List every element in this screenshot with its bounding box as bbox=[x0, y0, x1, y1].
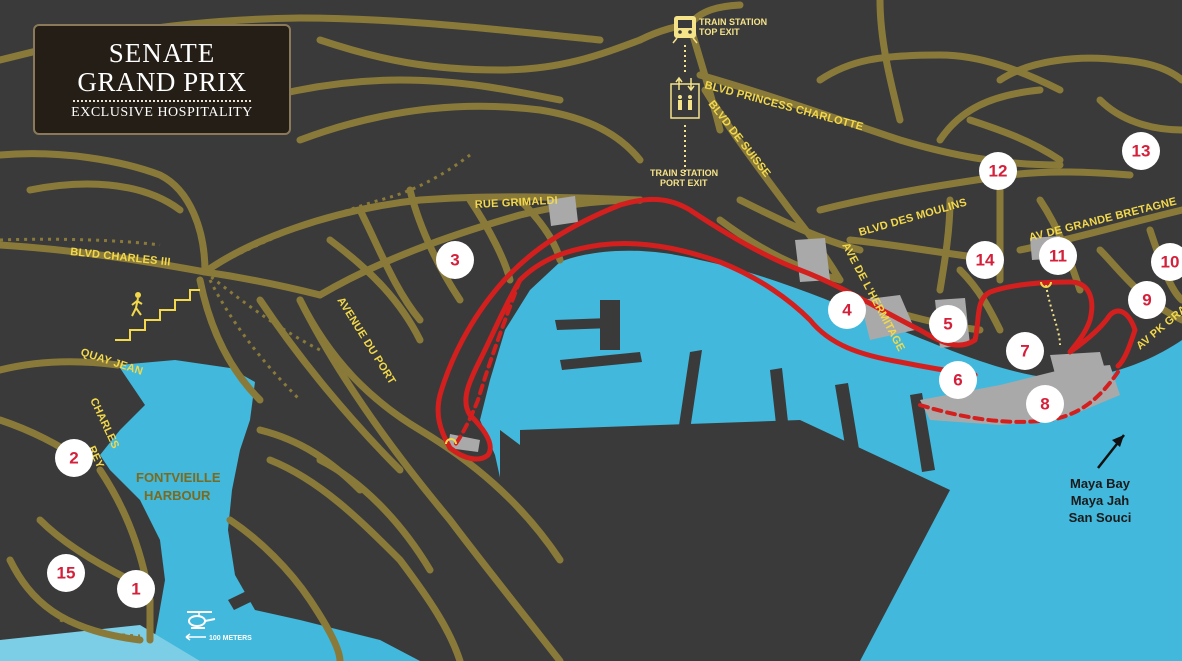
venue-marker-number: 3 bbox=[450, 251, 459, 270]
venue-marker-circle bbox=[929, 305, 967, 343]
venue-marker-number: 8 bbox=[1040, 395, 1049, 414]
venue-marker-6: 6 bbox=[939, 361, 977, 399]
walking-paths bbox=[0, 153, 471, 638]
venue-marker-circle bbox=[55, 439, 93, 477]
venue-marker-circle bbox=[1006, 332, 1044, 370]
venue-marker-12: 12 bbox=[979, 152, 1017, 190]
logo-subtitle: EXCLUSIVE HOSPITALITY bbox=[71, 105, 253, 120]
venue-marker-circle bbox=[828, 291, 866, 329]
venue-marker-circle bbox=[1039, 237, 1077, 275]
venue-marker-13: 13 bbox=[1122, 132, 1160, 170]
south-jetty bbox=[500, 430, 660, 661]
venue-marker-15: 15 bbox=[47, 554, 85, 592]
venue-marker-circle bbox=[117, 570, 155, 608]
destination-maya-jah: Maya Jah bbox=[1071, 493, 1130, 508]
venue-marker-4: 4 bbox=[828, 291, 866, 329]
direction-arrow-icon bbox=[1097, 434, 1125, 469]
senate-grand-prix-logo: SENATE GRAND PRIX EXCLUSIVE HOSPITALITY bbox=[33, 24, 291, 135]
scale-label: 100 METERS bbox=[209, 635, 252, 642]
race-circuit bbox=[435, 196, 1138, 462]
venue-marker-9: 9 bbox=[1128, 281, 1166, 319]
venue-marker-circle bbox=[1151, 243, 1182, 281]
venue-marker-circle bbox=[1026, 385, 1064, 423]
logo-title-line2: GRAND PRIX bbox=[77, 67, 247, 97]
venue-marker-14: 14 bbox=[966, 241, 1004, 279]
venue-marker-1: 1 bbox=[117, 570, 155, 608]
venue-marker-circle bbox=[1128, 281, 1166, 319]
venue-marker-5: 5 bbox=[929, 305, 967, 343]
venue-marker-number: 14 bbox=[976, 251, 995, 270]
venue-marker-8: 8 bbox=[1026, 385, 1064, 423]
station-top-exit-label-2: TOP EXIT bbox=[699, 27, 740, 37]
station-port-exit-label-1: TRAIN STATION bbox=[650, 168, 718, 178]
venue-marker-number: 5 bbox=[943, 315, 952, 334]
venue-marker-number: 7 bbox=[1020, 342, 1029, 361]
station-port-exit-label-2: PORT EXIT bbox=[660, 178, 708, 188]
venue-marker-circle bbox=[939, 361, 977, 399]
tunnel-markers bbox=[445, 281, 1052, 445]
elevator-icon bbox=[670, 76, 700, 119]
venue-marker-number: 2 bbox=[69, 449, 78, 468]
venue-marker-number: 6 bbox=[953, 371, 962, 390]
street-label-rue-grimaldi: RUE GRIMALDI bbox=[475, 195, 559, 211]
destination-san-souci: San Souci bbox=[1069, 510, 1132, 525]
venue-marker-circle bbox=[436, 241, 474, 279]
station-dotted-link bbox=[684, 45, 1061, 346]
venue-marker-10: 10 bbox=[1151, 243, 1182, 281]
venue-marker-2: 2 bbox=[55, 439, 93, 477]
venue-marker-number: 1 bbox=[131, 580, 140, 599]
venue-marker-number: 11 bbox=[1049, 247, 1067, 266]
harbour-label-line1: FONTVIEILLE bbox=[136, 470, 221, 485]
venue-marker-number: 10 bbox=[1161, 253, 1180, 272]
venue-marker-number: 9 bbox=[1142, 291, 1151, 310]
venue-marker-circle bbox=[47, 554, 85, 592]
venue-marker-11: 11 bbox=[1039, 237, 1077, 275]
destination-maya-bay: Maya Bay bbox=[1070, 476, 1131, 491]
venue-marker-circle bbox=[979, 152, 1017, 190]
helicopter-icon bbox=[187, 611, 216, 629]
venue-marker-number: 15 bbox=[57, 564, 76, 583]
venue-marker-circle bbox=[1122, 132, 1160, 170]
venue-marker-number: 4 bbox=[842, 301, 852, 320]
harbour-label-line2: HARBOUR bbox=[144, 488, 211, 503]
venue-marker-3: 3 bbox=[436, 241, 474, 279]
logo-dotted-rule bbox=[73, 100, 251, 102]
venue-marker-circle bbox=[966, 241, 1004, 279]
scale-arrow-icon bbox=[185, 633, 206, 641]
venue-marker-7: 7 bbox=[1006, 332, 1044, 370]
venue-marker-number: 12 bbox=[989, 162, 1008, 181]
pedestrian-stairs-icon bbox=[115, 289, 200, 341]
venue-marker-number: 13 bbox=[1132, 142, 1151, 161]
logo-title-line1: SENATE bbox=[108, 38, 216, 68]
station-top-exit-label-1: TRAIN STATION bbox=[699, 17, 767, 27]
fontvieille-water bbox=[100, 360, 420, 661]
train-icon bbox=[672, 16, 698, 44]
